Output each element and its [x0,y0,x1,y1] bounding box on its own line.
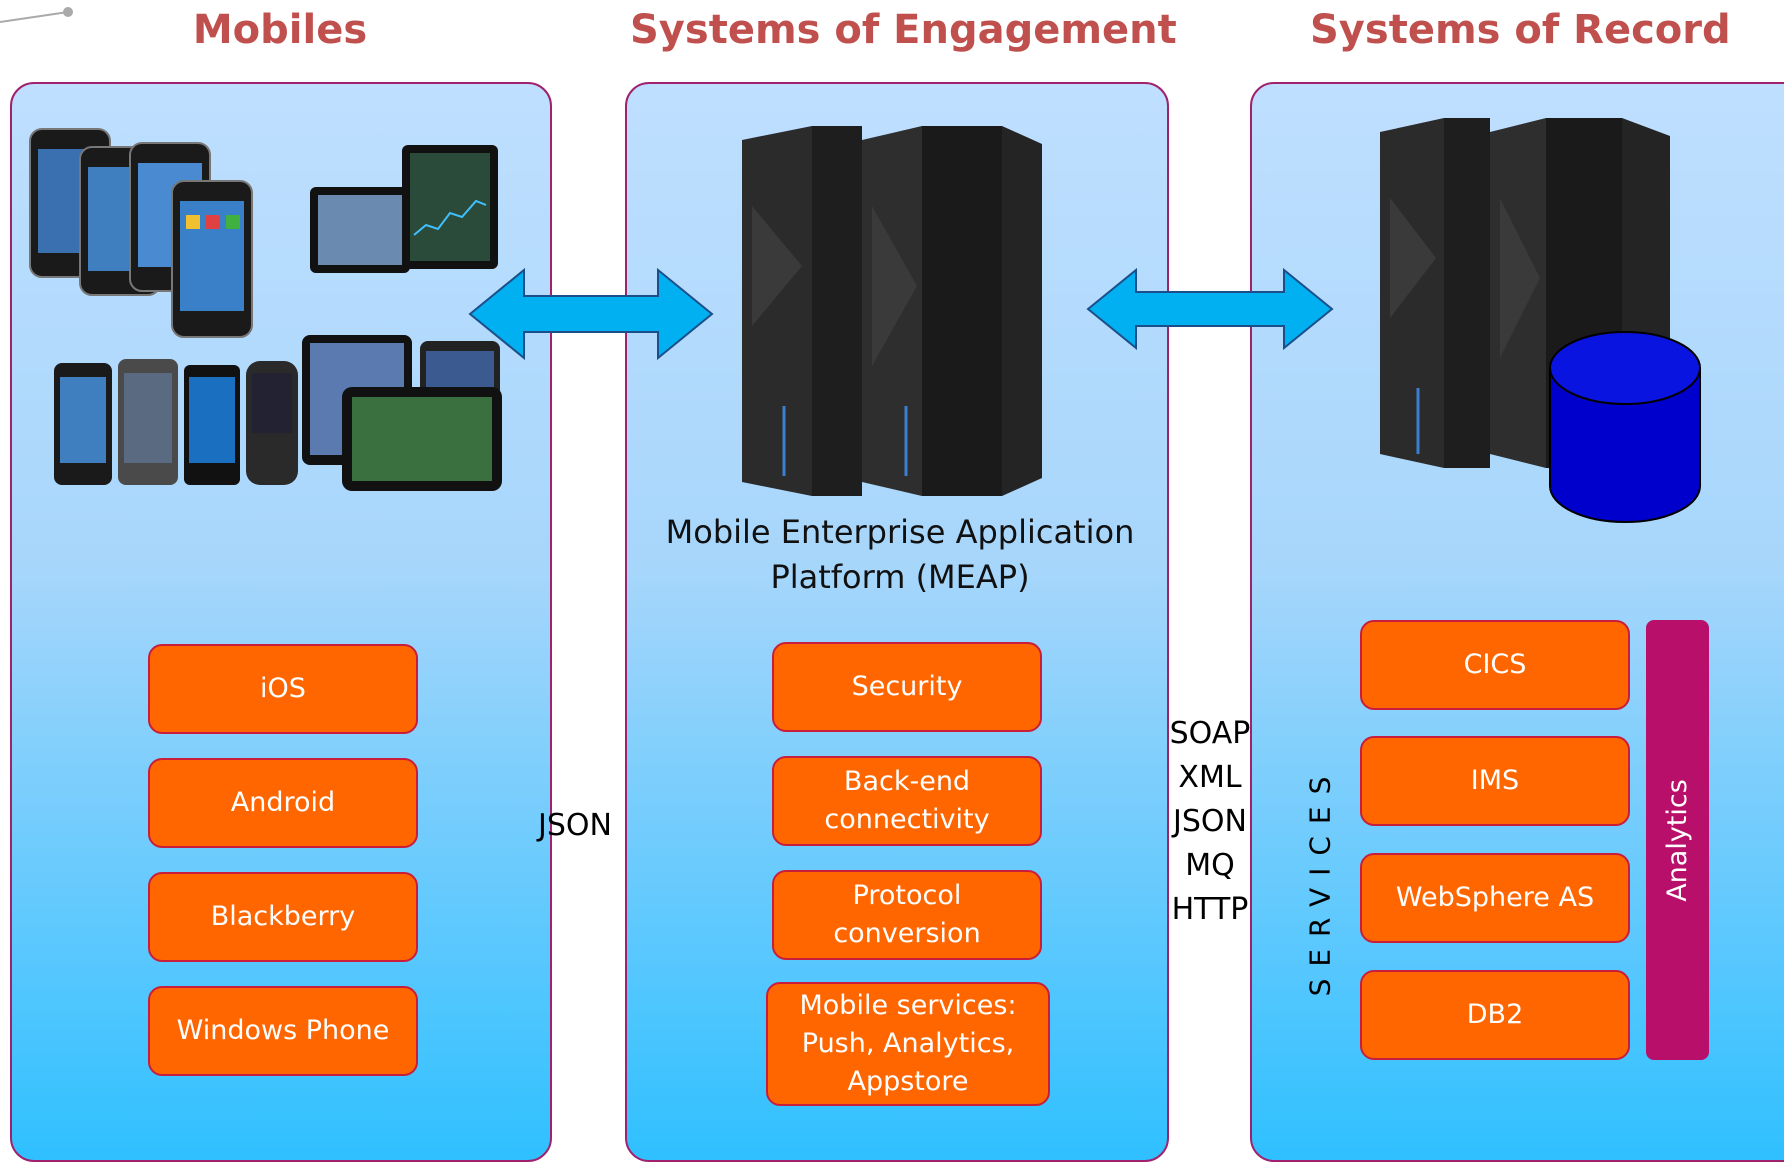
feature-security-box: Security [772,642,1042,732]
network-decoration [0,7,73,23]
platform-ios-box: iOS [148,644,418,734]
meap-label-line1: Mobile Enterprise Application [665,513,1135,551]
protocol-soap: SOAP [1169,716,1251,751]
tablet-icon [402,145,498,269]
feature-backend-connectivity-box: Back-end connectivity [772,756,1042,846]
iphone-icon [171,180,253,338]
tablet-icon [342,387,502,491]
smartphone-icon [118,359,178,485]
record-title: Systems of Record [1310,7,1731,53]
platform-android-box: Android [148,758,418,848]
service-db2-box: DB2 [1360,970,1630,1060]
protocol-mq: MQ [1185,848,1235,883]
analytics-bar: Analytics [1646,620,1709,1060]
mainframe-server-icon [742,126,1042,496]
service-websphere-box: WebSphere AS [1360,853,1630,943]
mobile-devices-image [29,128,502,491]
bidirectional-arrow-icon [1086,268,1334,350]
feature-mobile-services-box: Mobile services: Push, Analytics, Appsto… [766,982,1050,1106]
smartphone-icon [54,363,112,485]
protocols-list: SOAP XML JSON MQ HTTP [1160,712,1260,932]
smartphone-icon [184,365,240,485]
platform-windows-phone-box: Windows Phone [148,986,418,1076]
meap-label: Mobile Enterprise Application Platform (… [640,510,1160,600]
service-ims-box: IMS [1360,736,1630,826]
protocol-xml: XML [1178,760,1242,795]
protocol-json: JSON [1173,804,1247,839]
services-label: SERVICES [1303,764,1337,996]
feature-protocol-conversion-box: Protocol conversion [772,870,1042,960]
platform-blackberry-box: Blackberry [148,872,418,962]
engagement-title: Systems of Engagement [630,7,1177,53]
json-label: JSON [538,808,612,843]
bidirectional-arrow-icon [468,268,714,360]
smartphone-icon [246,361,298,485]
protocol-http: HTTP [1171,892,1249,927]
database-icon [1549,331,1701,523]
meap-label-line2: Platform (MEAP) [770,558,1030,596]
mobiles-title: Mobiles [192,7,368,53]
tablet-icon [310,187,410,273]
service-cics-box: CICS [1360,620,1630,710]
